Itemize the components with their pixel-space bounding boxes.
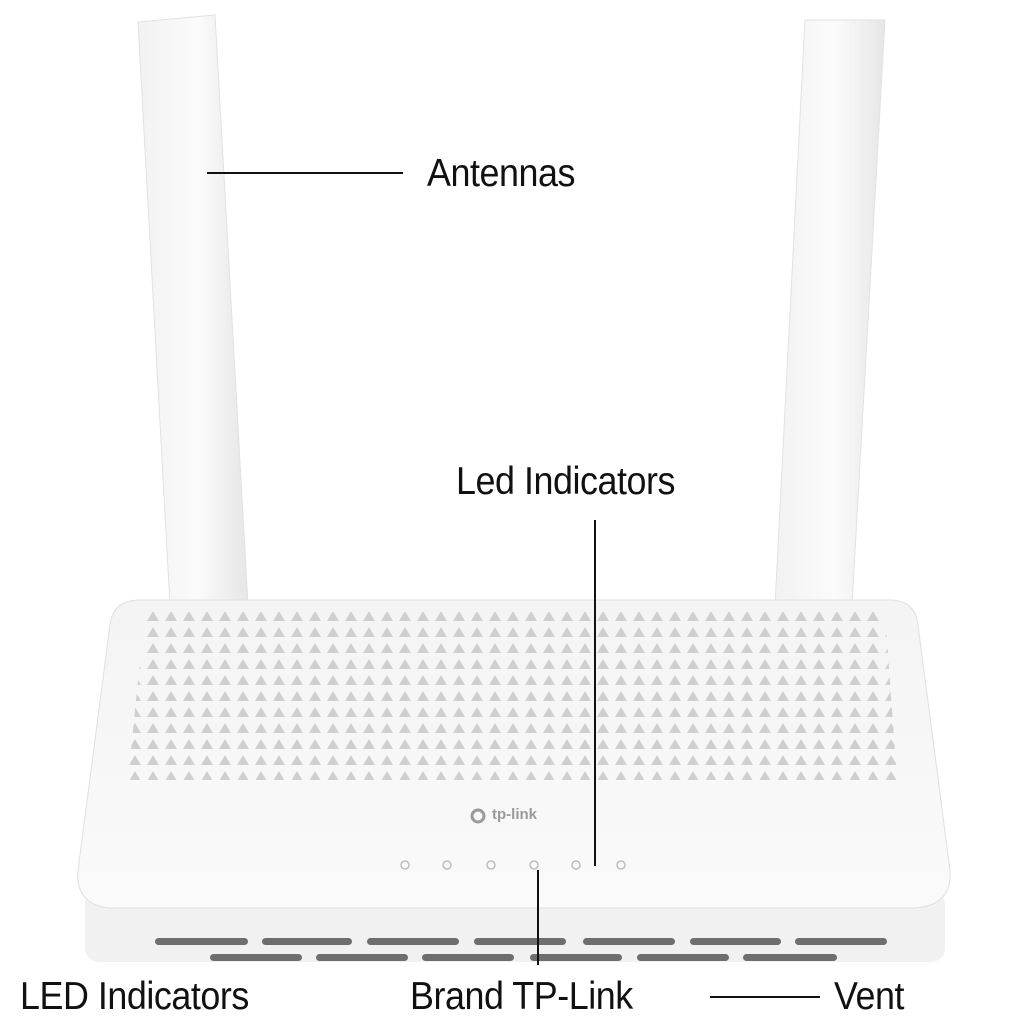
tp-link-logo-icon [470, 808, 486, 824]
los-led-icon [486, 860, 496, 870]
right-antenna [774, 19, 886, 606]
lan-led-icon [616, 860, 626, 870]
internet-led-icon [529, 860, 539, 870]
vent-label: Vent [834, 975, 904, 1018]
led-row [400, 860, 626, 870]
leader-lines [207, 172, 820, 998]
power-led-icon [400, 860, 410, 870]
wifi-led-icon [571, 860, 581, 870]
brand-label: Brand TP-Link [410, 975, 633, 1018]
tp-link-logo-text: tp-link [492, 806, 537, 823]
pon-led-icon [442, 860, 452, 870]
led-indicators-bottom-label: LED Indicators [20, 975, 249, 1018]
grille [128, 612, 897, 780]
antennas-label: Antennas [427, 152, 575, 195]
led-indicators-top-label: Led Indicators [456, 460, 675, 503]
left-antenna [137, 14, 249, 606]
